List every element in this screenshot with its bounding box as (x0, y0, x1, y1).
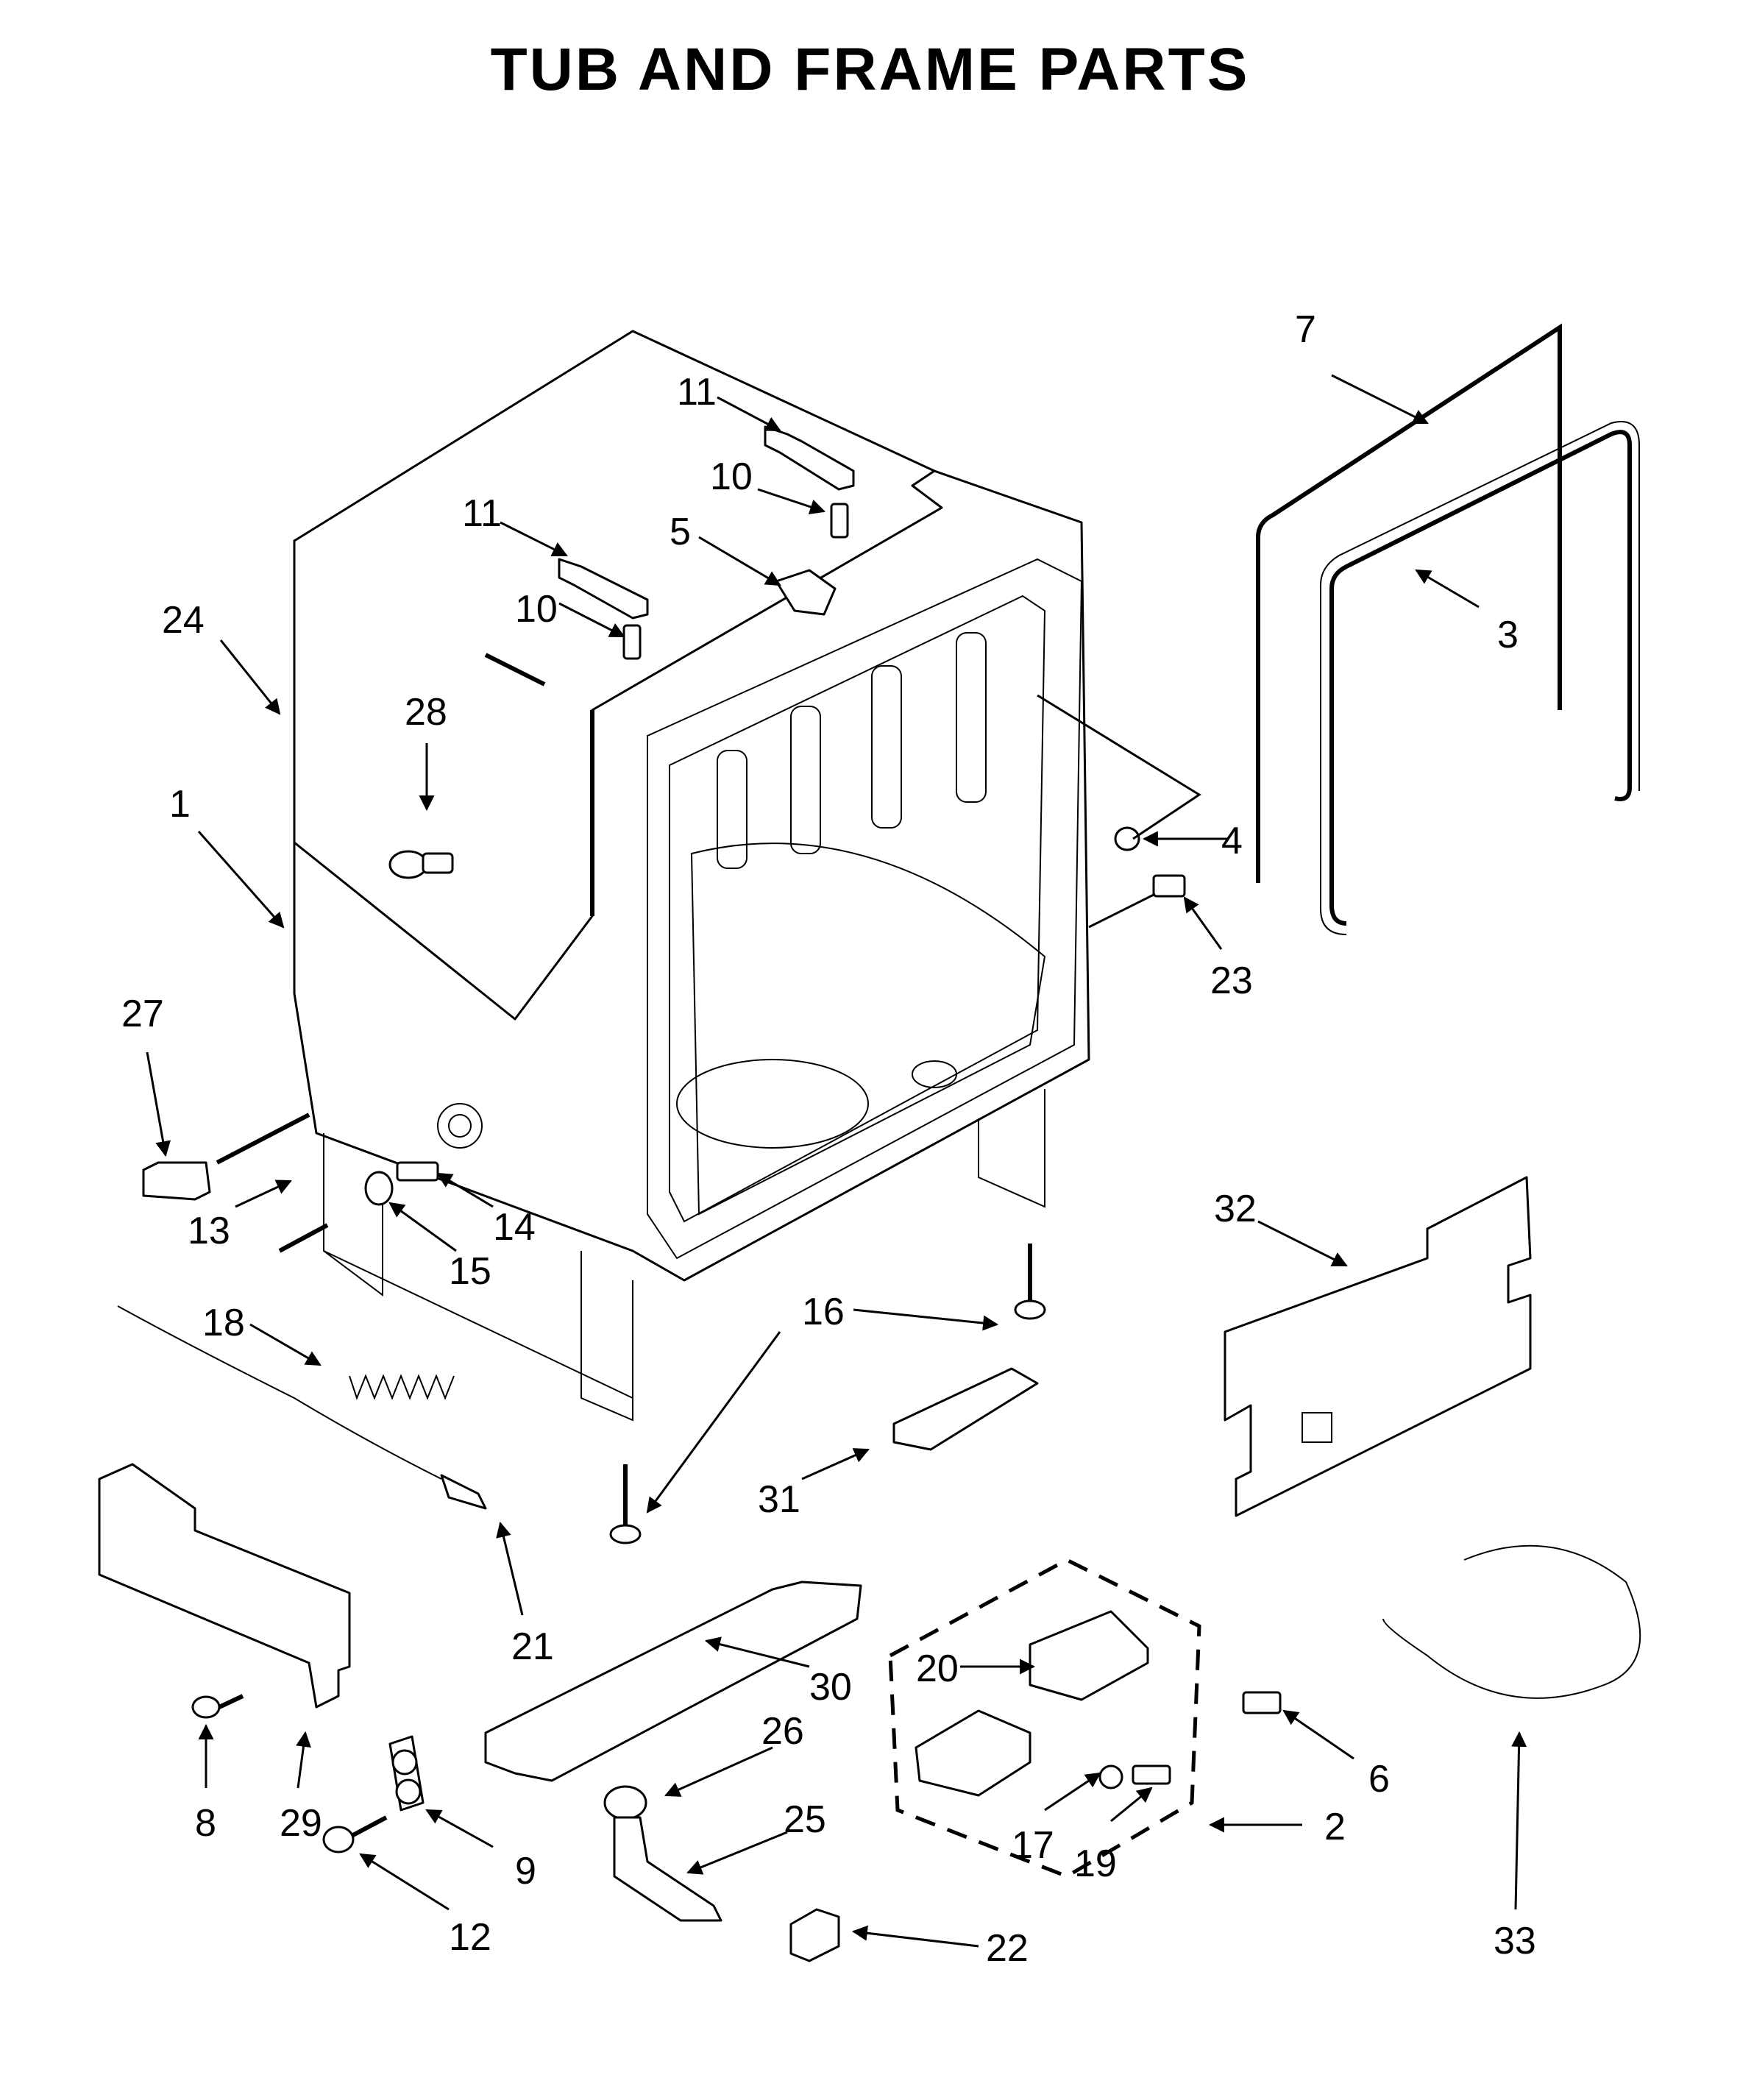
callout-27: 27 (121, 993, 164, 1035)
callout-18: 18 (202, 1302, 245, 1344)
bracket-screw-part (1242, 1691, 1282, 1714)
insulation-blanket (293, 330, 943, 1021)
callout-1: 1 (169, 783, 191, 826)
callout-28: 28 (405, 691, 447, 734)
callout-20: 20 (916, 1647, 959, 1690)
door-gasket (1256, 323, 1562, 883)
hinge-bracket-lower (558, 558, 649, 660)
callout-33: 33 (1494, 1920, 1536, 1962)
callout-15: 15 (449, 1250, 491, 1293)
leader-lines (146, 374, 1527, 1948)
top-clip-part (775, 569, 837, 616)
callout-9: 9 (515, 1850, 536, 1893)
sensor-board-part (892, 1367, 1039, 1451)
leg-cap-part (142, 1161, 211, 1201)
door-spring-part (117, 1305, 487, 1510)
tub-seal (1329, 430, 1632, 926)
toe-panel-part (98, 1463, 351, 1709)
callout-5: 5 (670, 511, 691, 553)
callout-13: 13 (188, 1210, 230, 1252)
wire-harness-part (1382, 1544, 1641, 1699)
callout-4: 4 (1221, 820, 1243, 862)
side-screw-part (1088, 874, 1186, 929)
callout-12: 12 (449, 1916, 491, 1959)
callout-8: 8 (195, 1802, 216, 1845)
callout-29: 29 (280, 1802, 322, 1845)
callout-11: 11 (462, 492, 502, 535)
thermostat-part (603, 1785, 722, 1922)
toe-panel-screw (191, 1694, 244, 1719)
callout-labels: 7 11 10 11 5 10 3 24 28 1 4 23 27 13 14 … (121, 308, 1536, 1970)
callout-11: 11 (677, 371, 717, 414)
callout-2: 2 (1324, 1806, 1346, 1848)
callout-31: 31 (758, 1478, 800, 1521)
callout-30: 30 (809, 1666, 852, 1709)
callout-3: 3 (1497, 614, 1519, 656)
callout-26: 26 (761, 1710, 804, 1753)
mount-clip-part (388, 1735, 425, 1812)
callout-32: 32 (1214, 1188, 1257, 1230)
bottom-cover-part (484, 1581, 862, 1782)
callout-6: 6 (1368, 1758, 1390, 1801)
callout-21: 21 (511, 1625, 554, 1668)
callout-19: 19 (1074, 1842, 1117, 1885)
clip-22-part (789, 1908, 840, 1962)
callout-16: 16 (802, 1291, 845, 1333)
callout-22: 22 (986, 1927, 1029, 1970)
side-insulation-panel (1224, 1176, 1532, 1517)
callout-25: 25 (784, 1798, 826, 1841)
callout-10: 10 (515, 588, 558, 631)
bracket-kit-outline (888, 1558, 1201, 1879)
callout-24: 24 (162, 599, 205, 642)
callout-23: 23 (1210, 959, 1253, 1002)
page-title: TUB AND FRAME PARTS (490, 36, 1250, 103)
hinge-bracket-upper (764, 425, 855, 539)
callout-17: 17 (1012, 1824, 1054, 1867)
callout-7: 7 (1295, 308, 1316, 351)
callout-10: 10 (710, 455, 753, 498)
leveling-leg-part (609, 1244, 1046, 1544)
screw-12-part (322, 1815, 388, 1854)
push-pin-part (388, 850, 454, 879)
leveling-screw-part (364, 1161, 439, 1206)
callout-14: 14 (493, 1206, 536, 1249)
mounting-bracket-part (915, 1610, 1171, 1797)
plug-part (1037, 694, 1201, 851)
